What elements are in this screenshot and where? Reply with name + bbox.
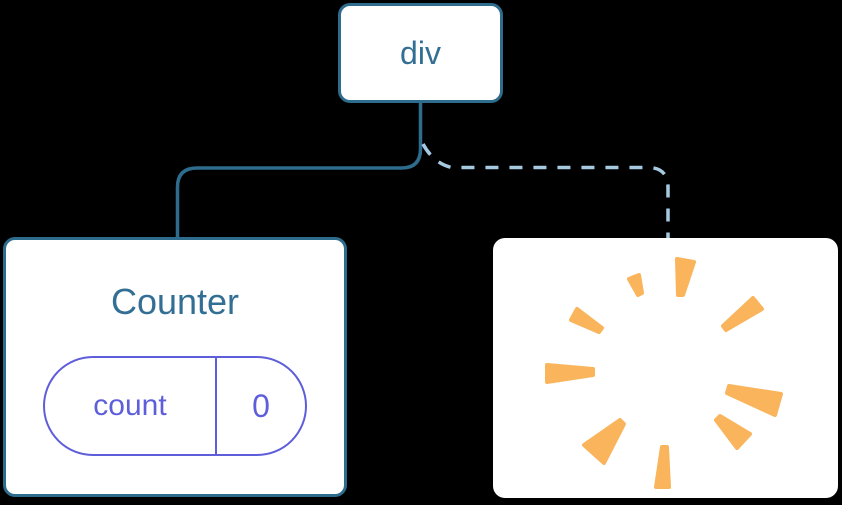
state-pill: count 0 bbox=[43, 356, 307, 457]
poof-ray bbox=[582, 418, 626, 465]
node-counter: Counter count 0 bbox=[3, 237, 347, 497]
poof-ray bbox=[675, 257, 696, 297]
node-removed bbox=[493, 238, 838, 498]
edge-div-to-removed bbox=[421, 143, 670, 238]
poof-ray bbox=[545, 363, 595, 384]
poof-burst-icon bbox=[545, 257, 783, 489]
poof-ray bbox=[654, 445, 671, 489]
poof-ray bbox=[725, 384, 783, 417]
edge-div-to-counter bbox=[175, 101, 423, 239]
poof-ray bbox=[569, 307, 604, 334]
node-div-label: div bbox=[400, 34, 441, 71]
poof-ray bbox=[721, 296, 764, 332]
poof-ray bbox=[627, 273, 644, 297]
node-div: div bbox=[338, 3, 503, 103]
poof-ray bbox=[714, 414, 752, 450]
state-pill-key: count bbox=[45, 358, 217, 455]
node-counter-title: Counter bbox=[110, 281, 240, 322]
state-pill-value: 0 bbox=[252, 387, 270, 424]
